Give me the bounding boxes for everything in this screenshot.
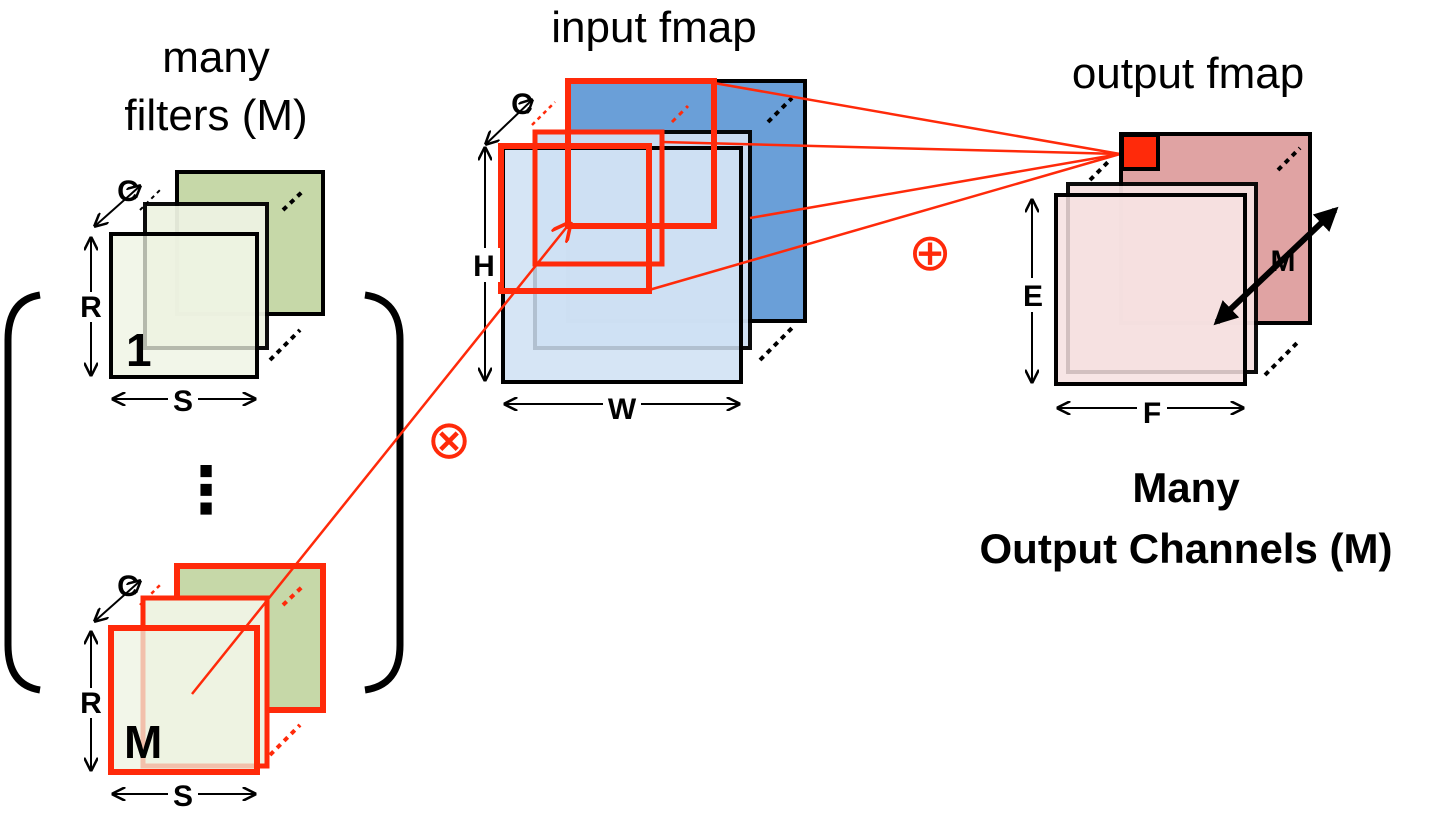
input-window-back xyxy=(565,78,717,229)
output-fmap-stack xyxy=(1032,132,1339,408)
filter-to-input-arrow xyxy=(191,223,570,695)
filter-1-index: 1 xyxy=(126,324,152,376)
filter-1-stack xyxy=(91,170,325,399)
output-dim-e: E xyxy=(1023,280,1043,313)
input-dim-c: C xyxy=(511,88,533,121)
output-caption-line2: Output Channels (M) xyxy=(980,525,1393,572)
output-dim-f: F xyxy=(1143,397,1161,430)
filter-1-dim-s: S xyxy=(173,385,193,418)
filters-ellipsis: ⋮ xyxy=(174,454,238,526)
input-window-middle xyxy=(532,129,665,267)
filter-1-front-channel xyxy=(109,232,259,379)
output-element-highlight xyxy=(1120,133,1160,171)
filters-title-line2: filters (M) xyxy=(124,91,307,140)
right-bracket xyxy=(364,291,404,694)
filters-title-line1: many xyxy=(162,33,270,82)
output-dim-m: M xyxy=(1271,245,1296,278)
filter-m-index: M xyxy=(124,716,162,768)
left-bracket xyxy=(4,291,41,694)
output-title: output fmap xyxy=(1072,49,1304,98)
input-window-front xyxy=(498,143,652,294)
accumulate-operator: ⊕ xyxy=(908,223,952,283)
output-channel-depth-arrow xyxy=(1213,206,1339,326)
filter-m-dim-c: C xyxy=(117,570,139,603)
input-fmap-stack xyxy=(485,78,807,404)
filter-1-dim-c: C xyxy=(117,175,139,208)
input-dim-h: H xyxy=(473,250,495,283)
multiply-operator: ⊗ xyxy=(426,408,471,471)
filter-m-stack xyxy=(91,563,326,794)
filter-1-dim-r: R xyxy=(80,291,102,324)
input-title: input fmap xyxy=(551,3,756,52)
output-caption-line1: Many xyxy=(1132,464,1240,511)
filter-m-front-channel xyxy=(108,625,260,775)
filter-m-dim-r: R xyxy=(80,687,102,720)
output-front-channel xyxy=(1054,193,1247,386)
accumulation-lines xyxy=(648,81,1121,292)
filter-m-dim-s: S xyxy=(173,780,193,813)
input-dim-w: W xyxy=(608,393,637,426)
